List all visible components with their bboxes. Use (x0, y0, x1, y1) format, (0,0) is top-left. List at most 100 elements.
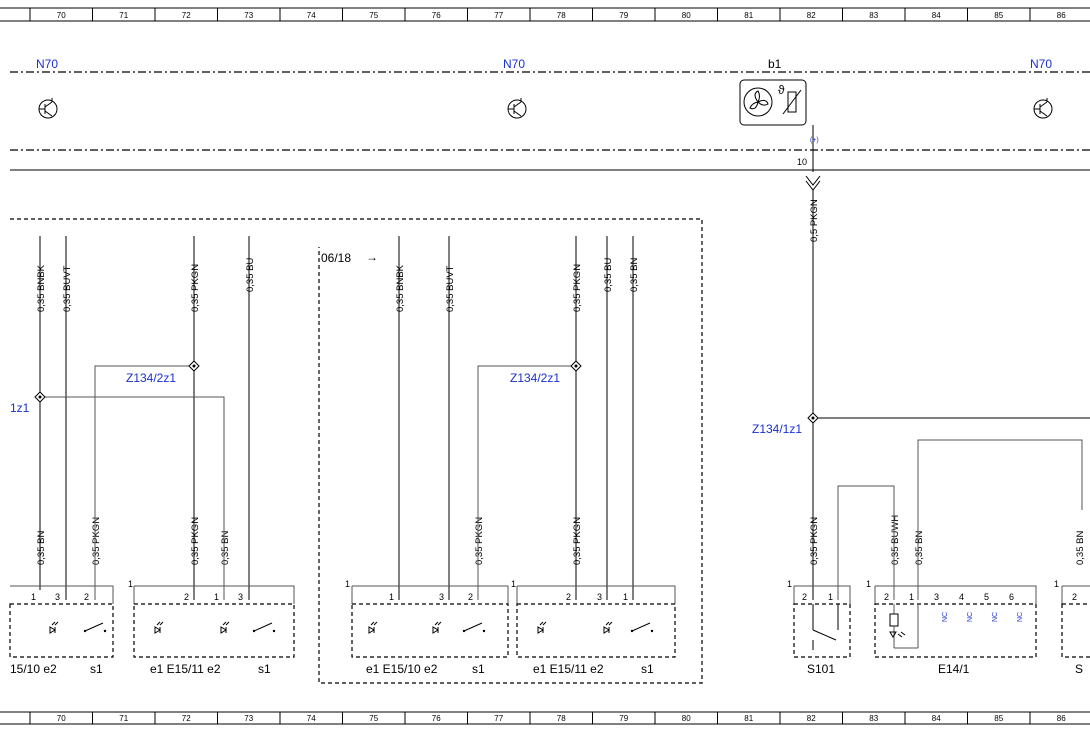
pin-number: 1 (623, 592, 628, 602)
n70-block: N70 N70 N70 (10, 57, 1090, 151)
component-label: S101 (807, 662, 835, 676)
grid-column-label: 85 (994, 11, 1003, 20)
component-label: s1 (641, 662, 654, 676)
pin-number: 2 (84, 592, 89, 602)
group-number: 1 (345, 579, 350, 589)
pin-number: 3 (55, 592, 60, 602)
group-number: 1 (128, 579, 133, 589)
wire-label: 0,35 PKGN (809, 517, 820, 565)
grid-column-label: 72 (182, 11, 191, 20)
variant-box (10, 218, 703, 684)
thermistor-icon (787, 91, 797, 113)
b1-pin: 10 (797, 157, 807, 167)
grid-column-label: 80 (682, 11, 691, 20)
grid-column-label: 86 (1057, 11, 1066, 20)
wire-label: 0,35 PKGN (572, 264, 583, 312)
b1-label: b1 (768, 57, 782, 71)
component-label: e1 E15/10 e2 (366, 662, 438, 676)
pin-labels: 1 3 2 2 1 3 1 3 2 2 3 1 2 1 2 1 3 4 5 6 … (31, 579, 1077, 602)
splice-label: Z134/1z1 (752, 422, 802, 436)
wire-label: 0,35 PKGN (572, 517, 583, 565)
grid-column-label: 83 (869, 11, 878, 20)
wire-label: 0,35 BU (603, 258, 614, 292)
upper-wires (39, 190, 814, 600)
grid-column-label: 80 (682, 714, 691, 723)
grid-column-label: 73 (244, 11, 253, 20)
wire-label: 0,35 PKGN (190, 517, 201, 565)
fan-icon (743, 87, 773, 117)
nc-label: NC (967, 612, 974, 622)
nc-label: NC (992, 612, 999, 622)
grid-column-label: 84 (932, 714, 941, 723)
component-label: 15/10 e2 (10, 662, 57, 676)
pin-number: 1 (214, 592, 219, 602)
pin-number: 1 (828, 592, 833, 602)
led-icon (220, 621, 230, 634)
grid-column-label: 70 (57, 714, 66, 723)
grid-column-label: 79 (619, 11, 628, 20)
splice-links (40, 365, 1090, 600)
group-number: 1 (511, 579, 516, 589)
led-icon (49, 621, 59, 634)
grid-column-label: 83 (869, 714, 878, 723)
led-icon (432, 621, 442, 634)
grid-column-label: 82 (807, 714, 816, 723)
wire-label: 0,35 PKGN (474, 517, 485, 565)
splice-label: Z134/2z1 (510, 371, 560, 385)
wire-label: 0,35 BN (914, 531, 925, 565)
led-icon (603, 621, 613, 634)
grid-column-label: 73 (244, 714, 253, 723)
wire-label: 0,35 BNBK (36, 264, 47, 312)
splice-node (34, 360, 819, 424)
grid-column-label: 72 (182, 714, 191, 723)
led-icon (368, 621, 378, 634)
pin-number: 5 (984, 592, 989, 602)
transistor-icon (507, 98, 527, 119)
grid-column-label: 78 (557, 714, 566, 723)
component-label: E14/1 (938, 662, 970, 676)
pin-number: 1 (909, 592, 914, 602)
grid-column-label: 75 (369, 11, 378, 20)
led-icon (537, 621, 547, 634)
switch-icon (83, 622, 107, 633)
component-label: S (1075, 662, 1083, 676)
pin-number: 3 (597, 592, 602, 602)
led-icon (154, 621, 164, 634)
ref-arrow: → (366, 250, 378, 264)
grid-column-label: 79 (619, 714, 628, 723)
grid-column-label: 81 (744, 714, 753, 723)
ref-0618: 06/18 (321, 251, 351, 265)
switch-icon (630, 622, 654, 633)
pin-number: 3 (238, 592, 243, 602)
nc-labels: NC NC NC NC (942, 612, 1024, 622)
wire-label: 0,35 PKGN (91, 517, 102, 565)
transistor-icon (38, 98, 58, 119)
wire-label: 0,35 BU (245, 258, 256, 292)
group-number: 1 (866, 579, 871, 589)
grid-column-label: 71 (119, 11, 128, 20)
wire-label: 0,35 BN (36, 531, 47, 565)
wire-label: 0,35 BUVT (62, 265, 73, 312)
grid-column-label: 86 (1057, 714, 1066, 723)
n70-label-right: N70 (1030, 57, 1052, 71)
lamp-icon (889, 604, 919, 649)
grid-column-label: 77 (494, 11, 503, 20)
group-number: 1 (1054, 579, 1059, 589)
pin-number: 3 (934, 592, 939, 602)
nc-label: NC (1017, 612, 1024, 622)
pin-number: 6 (1009, 592, 1014, 602)
component-label: e1 E15/11 e2 (533, 662, 604, 676)
grid-column-label: 81 (744, 11, 753, 20)
pin-number: 2 (1072, 592, 1077, 602)
connector-group (9, 585, 1090, 658)
pin-number: 1 (31, 592, 36, 602)
grid-column-label: 74 (307, 11, 316, 20)
wire-label: 0,35 BN (220, 531, 231, 565)
theta-symbol: ϑ (778, 83, 785, 97)
grid-column-label: 70 (57, 11, 66, 20)
pin-number: 3 (439, 592, 444, 602)
splice-label: Z134/2z1 (126, 371, 176, 385)
